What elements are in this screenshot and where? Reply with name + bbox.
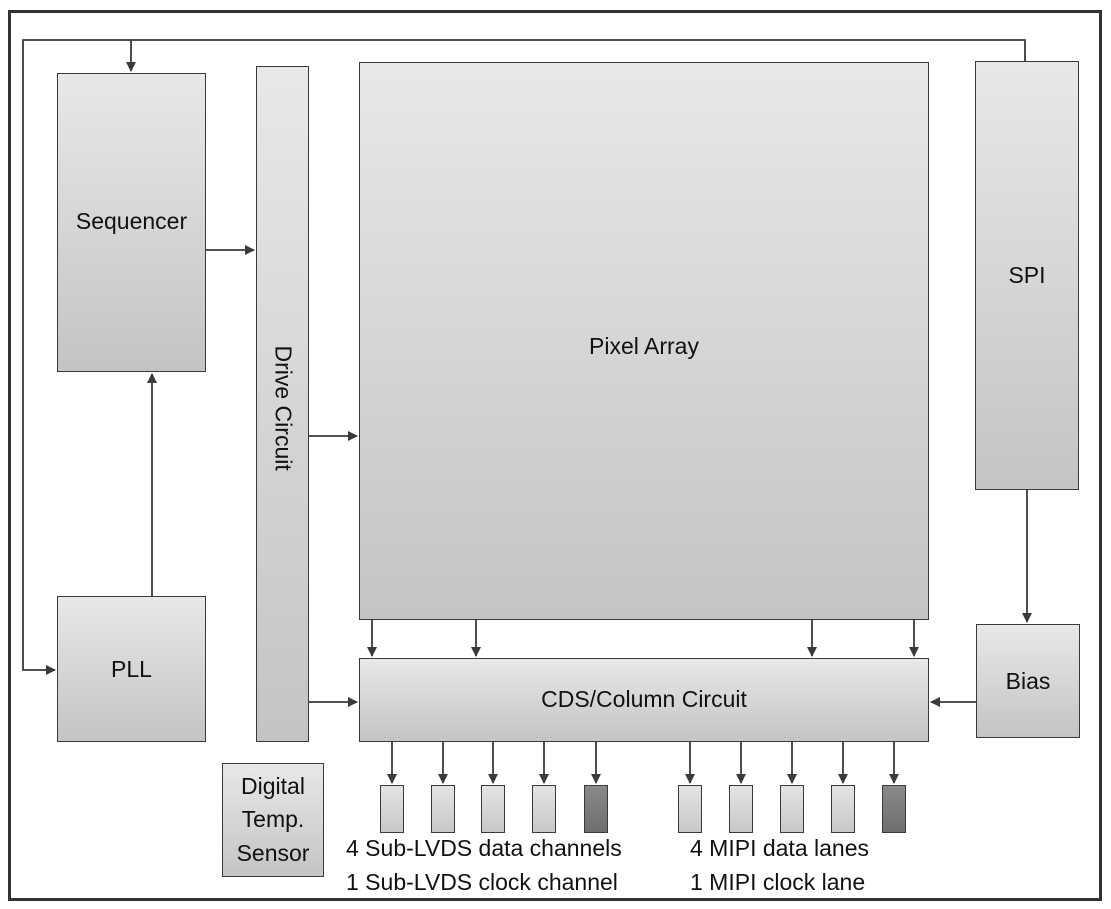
mipi-caption-line1: 4 MIPI data lanes — [690, 835, 869, 861]
spi-block — [975, 61, 1079, 490]
spi-to-sequencer-wire — [22, 39, 1026, 675]
lvds-caption-line2: 1 Sub-LVDS clock channel — [346, 869, 618, 895]
mipi-clock-lane-box — [882, 785, 906, 833]
mipi-data-lane-box — [780, 785, 804, 833]
bias-label: Bias — [1005, 668, 1051, 694]
bias-block — [976, 624, 1080, 738]
lvds-caption-line1: 4 Sub-LVDS data channels — [346, 835, 622, 861]
temp-sensor-label-line2: Temp. — [241, 806, 305, 832]
lvds-data-channel-box — [431, 785, 455, 833]
lvds-data-channel-box — [481, 785, 505, 833]
temp-sensor-label-line1: Digital — [241, 773, 305, 799]
cds-column-label: CDS/Column Circuit — [541, 686, 747, 712]
lvds-data-channel-box — [380, 785, 404, 833]
mipi-data-lane-box — [678, 785, 702, 833]
mipi-data-lane-box — [729, 785, 753, 833]
sequencer-block — [57, 73, 206, 372]
pixel-array-block — [359, 62, 929, 620]
pll-block — [57, 596, 206, 742]
mipi-caption-line2: 1 MIPI clock lane — [690, 869, 866, 895]
pll-label: PLL — [111, 656, 152, 682]
lvds-clock-channel-box — [584, 785, 608, 833]
temp-sensor-label-line3: Sensor — [236, 840, 310, 866]
lvds-data-channel-box — [532, 785, 556, 833]
outer-frame — [8, 10, 1102, 901]
mipi-data-lane-box — [831, 785, 855, 833]
drive-circuit-block — [256, 66, 309, 742]
pixel-array-label: Pixel Array — [589, 333, 699, 359]
cds-column-block — [359, 658, 929, 742]
sequencer-label: Sequencer — [75, 208, 188, 234]
temp-sensor-block — [222, 763, 324, 877]
spi-label: SPI — [1008, 262, 1046, 288]
